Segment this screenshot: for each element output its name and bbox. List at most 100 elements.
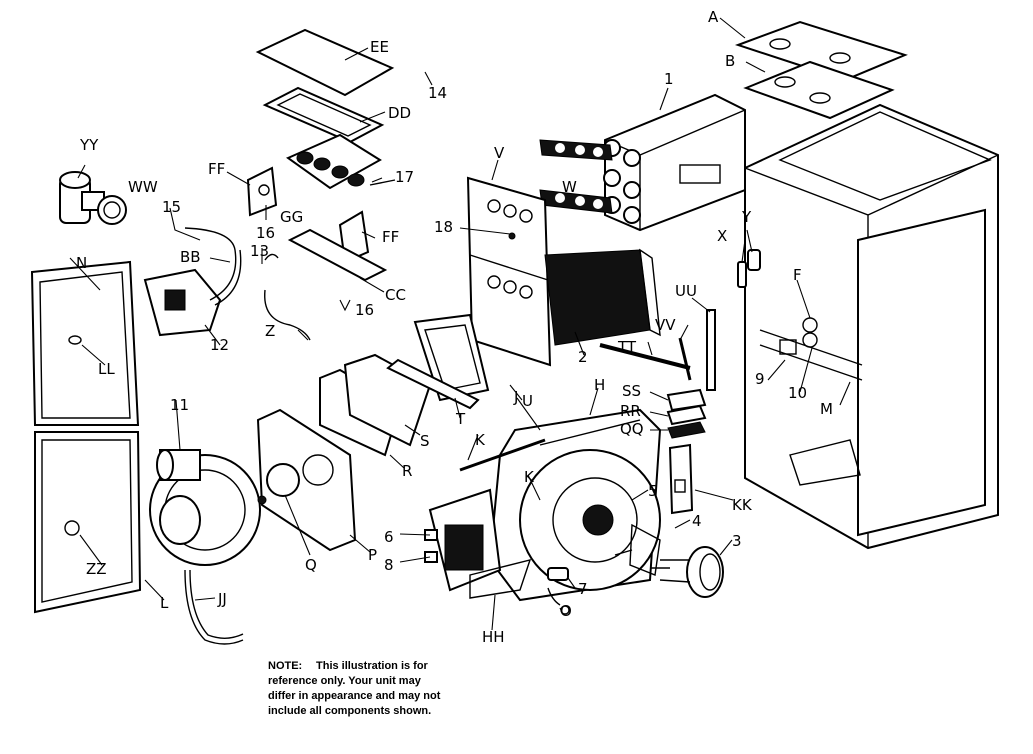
label-p: P — [368, 546, 377, 564]
part-ss — [666, 388, 707, 412]
motor-mount — [614, 523, 661, 576]
label-15: 15 — [162, 198, 181, 216]
gasket-dd — [262, 86, 385, 144]
label-n: N — [76, 254, 87, 272]
gasket-strips-w — [539, 139, 613, 214]
label-f: F — [793, 266, 802, 284]
label-14: 14 — [428, 84, 447, 102]
label-8: 8 — [384, 556, 394, 574]
label-16b: 16 — [355, 301, 374, 319]
label-z: Z — [265, 322, 275, 340]
note-line-1: This illustration is for — [316, 660, 428, 672]
label-o: O — [560, 602, 572, 620]
label-t: T — [455, 410, 466, 428]
label-qq: QQ — [620, 420, 644, 438]
bracket-cc — [287, 228, 388, 282]
label-jj: JJ — [217, 590, 227, 608]
rod-uu — [706, 309, 716, 391]
control-box — [424, 488, 532, 599]
label-q: Q — [305, 556, 317, 574]
label-gg: GG — [280, 208, 303, 226]
inducer-blower — [149, 449, 261, 566]
label-yy: YY — [79, 136, 99, 154]
label-uu: UU — [675, 282, 697, 300]
label-x: X — [717, 227, 727, 245]
label-hh: HH — [482, 628, 505, 646]
label-tt: TT — [617, 338, 637, 356]
label-12: 12 — [210, 336, 229, 354]
label-l: L — [160, 594, 169, 612]
label-ff-top: FF — [208, 160, 225, 178]
wire-z — [264, 253, 311, 341]
leader-lines — [69, 17, 851, 631]
label-rr: RR — [620, 402, 641, 420]
label-h: H — [594, 376, 605, 394]
label-6: 6 — [384, 528, 394, 546]
label-18: 18 — [434, 218, 453, 236]
cover-ee — [255, 28, 395, 97]
lower-door-l — [34, 431, 142, 614]
gas-valve — [143, 227, 242, 337]
label-ff-mid: FF — [382, 228, 399, 246]
label-9: 9 — [755, 370, 765, 388]
grommet-ww — [97, 195, 127, 225]
label-13: 13 — [250, 242, 269, 260]
collector-panel-p — [256, 408, 357, 552]
label-b: B — [725, 52, 735, 70]
burner-assembly — [285, 133, 396, 190]
label-3: 3 — [732, 532, 742, 550]
label-s: S — [420, 432, 430, 450]
upper-door-n — [30, 260, 140, 426]
heat-exchanger — [603, 93, 746, 232]
label-16a: 16 — [256, 224, 275, 242]
label-ss: SS — [622, 382, 641, 400]
blower-housing — [459, 408, 662, 602]
label-ll: LL — [98, 360, 115, 378]
label-v: V — [494, 144, 505, 162]
capacitor-7 — [547, 567, 569, 581]
label-u: U — [522, 392, 533, 410]
blower-motor — [650, 546, 724, 598]
label-7: 7 — [578, 580, 588, 598]
label-1: 1 — [664, 70, 674, 88]
rod-vv — [678, 337, 692, 381]
part-qq — [667, 421, 706, 439]
label-bb: BB — [180, 248, 201, 266]
label-y: Y — [741, 208, 752, 226]
label-4: 4 — [692, 512, 702, 530]
reference-note: NOTE: This illustration is for reference … — [268, 659, 488, 719]
label-r: R — [402, 462, 412, 480]
label-w: W — [562, 178, 577, 196]
label-17: 17 — [395, 168, 414, 186]
strip-t — [386, 358, 480, 410]
front-panel-v — [466, 176, 552, 367]
top-panel-b — [743, 60, 895, 120]
furnace-cabinet — [744, 103, 999, 550]
note-line-3: differ in appearance and may not — [268, 690, 441, 702]
label-kk: KK — [732, 496, 753, 514]
sensor-y — [747, 249, 761, 271]
label-vv: VV — [655, 316, 676, 334]
note-heading: NOTE: — [268, 660, 303, 672]
hose-jj — [184, 569, 244, 645]
bracket-kk — [668, 443, 694, 515]
label-cc: CC — [385, 286, 406, 304]
note-line-2: reference only. Your unit may — [268, 675, 421, 687]
label-5: 5 — [648, 482, 658, 500]
label-dd: DD — [388, 104, 411, 122]
bracket-ff-top — [246, 166, 278, 217]
label-k1: K — [475, 431, 486, 449]
label-11: 11 — [170, 396, 189, 414]
rod-tt — [599, 343, 691, 370]
part-rr — [666, 404, 707, 426]
label-ee: EE — [370, 38, 389, 56]
label-m: M — [820, 400, 833, 418]
sensor-x — [737, 261, 747, 288]
part-labels: A B EE 14 DD 1 YY WW FF 17 V W 15 16 GG … — [76, 8, 833, 646]
secondary-coil — [544, 248, 661, 346]
label-ww: WW — [128, 178, 158, 196]
label-2: 2 — [578, 348, 588, 366]
label-a: A — [708, 8, 719, 26]
note-line-4: include all components shown. — [268, 705, 432, 717]
